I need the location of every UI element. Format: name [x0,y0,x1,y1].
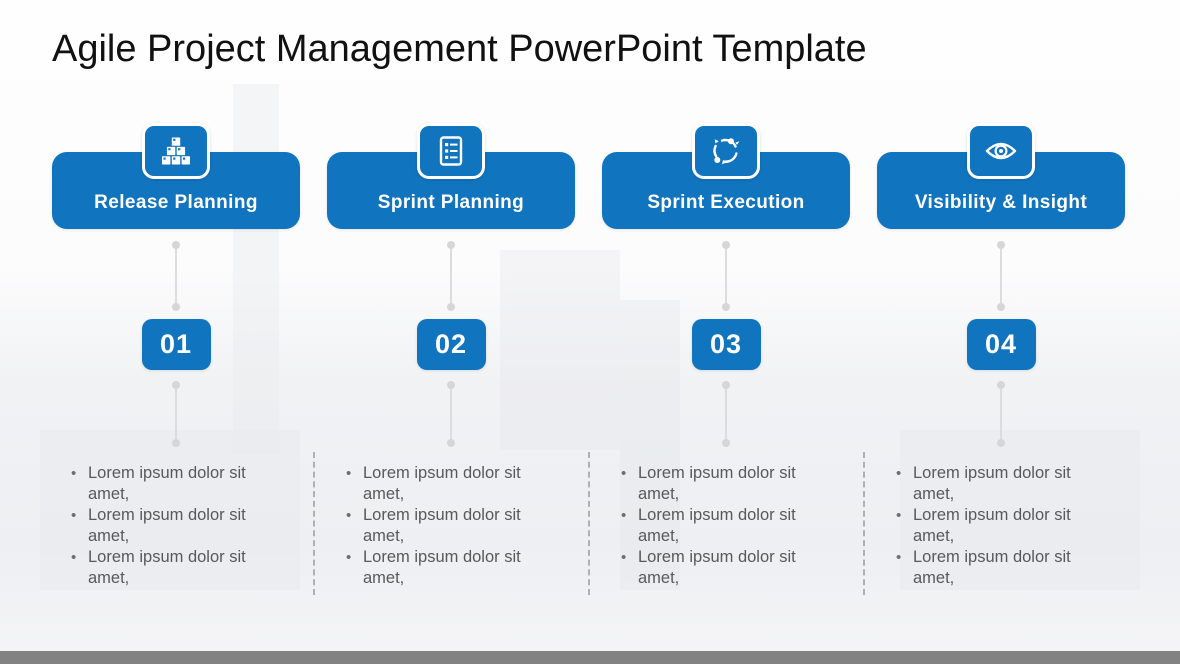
step-number-badge: 01 [141,319,211,370]
connector-line [447,381,455,447]
list-item: Lorem ipsum dolor sit amet, [70,547,282,589]
checklist-icon [439,136,463,166]
stacked-boxes-icon [161,137,191,165]
icon-box [142,123,210,179]
bullet-list: Lorem ipsum dolor sit amet, Lorem ipsum … [70,463,282,589]
connector-line [997,241,1005,311]
connector-line [447,241,455,311]
list-item: Lorem ipsum dolor sit amet, [620,505,832,547]
connector-line [722,241,730,311]
step-number-badge: 04 [966,319,1036,370]
list-item: Lorem ipsum dolor sit amet, [895,547,1107,589]
column-sprint-execution: Sprint Execution 03 Lorem ipsum dolor si… [602,123,850,589]
column-divider [588,452,590,595]
bullet-list: Lorem ipsum dolor sit amet, Lorem ipsum … [620,463,832,589]
list-item: Lorem ipsum dolor sit amet, [620,547,832,589]
step-header: Sprint Planning [327,152,575,229]
step-header-label: Release Planning [94,191,258,213]
list-item: Lorem ipsum dolor sit amet, [70,505,282,547]
list-item: Lorem ipsum dolor sit amet, [895,463,1107,505]
icon-box [967,123,1035,179]
connector-line [722,381,730,447]
list-item: Lorem ipsum dolor sit amet, [345,547,557,589]
iteration-cycle-icon [711,136,741,166]
list-item: Lorem ipsum dolor sit amet, [70,463,282,505]
column-release-planning: Release Planning 01 Lorem ipsum dolor si… [52,123,300,589]
connector-line [172,381,180,447]
icon-box [417,123,485,179]
list-item: Lorem ipsum dolor sit amet, [895,505,1107,547]
footer-bar [0,651,1180,664]
step-header-label: Sprint Planning [377,191,525,213]
column-divider [863,452,865,595]
step-number-badge: 03 [691,319,761,370]
list-item: Lorem ipsum dolor sit amet, [345,505,557,547]
column-visibility-insight: Visibility & Insight 04 Lorem ipsum dolo… [877,123,1125,589]
slide-title: Agile Project Management PowerPoint Temp… [52,28,867,70]
list-item: Lorem ipsum dolor sit amet, [620,463,832,505]
process-columns: Release Planning 01 Lorem ipsum dolor si… [52,123,1128,589]
bullet-list: Lorem ipsum dolor sit amet, Lorem ipsum … [895,463,1107,589]
eye-icon [984,140,1018,162]
step-header-label: Sprint Execution [647,191,805,213]
step-header-label: Visibility & Insight [914,191,1088,213]
list-item: Lorem ipsum dolor sit amet, [345,463,557,505]
step-number-badge: 02 [416,319,486,370]
column-sprint-planning: Sprint Planning 02 Lorem ipsum dolor sit… [327,123,575,589]
icon-box [692,123,760,179]
connector-line [172,241,180,311]
connector-line [997,381,1005,447]
bullet-list: Lorem ipsum dolor sit amet, Lorem ipsum … [345,463,557,589]
column-divider [313,452,315,595]
